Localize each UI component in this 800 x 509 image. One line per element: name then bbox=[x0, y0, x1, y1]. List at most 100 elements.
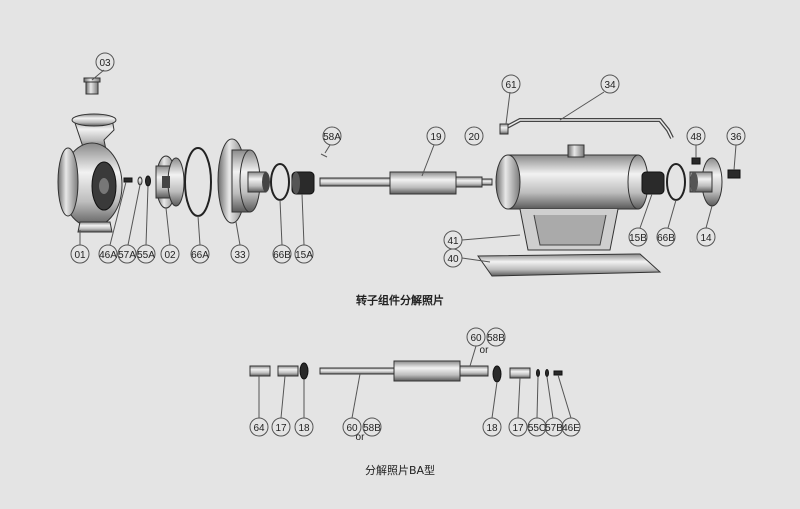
svg-text:02: 02 bbox=[164, 250, 176, 261]
svg-text:34: 34 bbox=[604, 80, 616, 91]
svg-text:15A: 15A bbox=[295, 250, 313, 261]
svg-text:41: 41 bbox=[447, 236, 459, 247]
svg-text:18: 18 bbox=[298, 423, 310, 434]
part-labels-bottom: 64 17 18 60 or 58B 60 or 58B 18 17 55C 5… bbox=[249, 327, 581, 443]
label-40: 40 bbox=[443, 248, 463, 268]
label-b60-bottom: 60 bbox=[342, 417, 362, 437]
part-66B-gasket-right bbox=[666, 163, 686, 201]
part-01-pump-casing bbox=[57, 113, 123, 233]
ba-part-46E bbox=[553, 370, 563, 376]
part-48-screw bbox=[691, 157, 701, 165]
label-19: 19 bbox=[426, 126, 446, 146]
svg-text:01: 01 bbox=[74, 250, 86, 261]
svg-text:60: 60 bbox=[470, 333, 482, 344]
ba-part-17-left-sleeve bbox=[277, 365, 299, 377]
part-15B-bearing bbox=[641, 171, 665, 195]
svg-text:46E: 46E bbox=[562, 423, 580, 434]
svg-text:66A: 66A bbox=[191, 250, 209, 261]
label-02: 02 bbox=[160, 244, 180, 264]
svg-text:61: 61 bbox=[505, 80, 517, 91]
leader-lines-top bbox=[79, 69, 737, 263]
svg-text:60: 60 bbox=[346, 423, 358, 434]
svg-text:66B: 66B bbox=[273, 250, 291, 261]
label-b55C: 55C bbox=[527, 417, 547, 437]
svg-text:66B: 66B bbox=[657, 233, 675, 244]
svg-text:55C: 55C bbox=[528, 423, 546, 434]
part-66B-gasket-top bbox=[270, 163, 290, 201]
label-b46E: 46E bbox=[561, 417, 581, 437]
svg-text:58B: 58B bbox=[487, 333, 505, 344]
label-20: 20 bbox=[464, 126, 484, 146]
part-33-casing-cover bbox=[217, 138, 270, 224]
part-61-fitting bbox=[499, 123, 509, 135]
part-03-plug bbox=[83, 77, 101, 95]
svg-text:57A: 57A bbox=[118, 250, 136, 261]
label-b17-left: 17 bbox=[271, 417, 291, 437]
ba-part-64-sleeve bbox=[249, 365, 271, 377]
caption-rotor-assembly: 转子组件分解照片 bbox=[356, 293, 444, 307]
svg-text:17: 17 bbox=[512, 423, 524, 434]
label-15A: 15A bbox=[294, 244, 314, 264]
label-15B: 15B bbox=[628, 227, 648, 247]
ba-part-57B bbox=[545, 369, 549, 377]
part-36-plug bbox=[727, 169, 741, 179]
svg-text:46A: 46A bbox=[99, 250, 117, 261]
part-41-bearing-housing bbox=[495, 144, 649, 251]
label-01: 01 bbox=[70, 244, 90, 264]
part-34-oil-pipe bbox=[504, 118, 674, 139]
part-02-impeller bbox=[155, 155, 185, 209]
svg-text:55A: 55A bbox=[137, 250, 155, 261]
label-33: 33 bbox=[230, 244, 250, 264]
part-66A-gasket bbox=[184, 147, 212, 217]
part-15A-bearing bbox=[291, 171, 315, 195]
label-36: 36 bbox=[726, 126, 746, 146]
label-b58B-bottom: 58B bbox=[362, 417, 382, 437]
label-b58B-top: 58B bbox=[486, 327, 506, 347]
svg-text:58B: 58B bbox=[363, 423, 381, 434]
label-61: 61 bbox=[501, 74, 521, 94]
label-b18-right: 18 bbox=[482, 417, 502, 437]
label-55A: 55A bbox=[136, 244, 156, 264]
ba-shaft bbox=[319, 360, 489, 382]
caption-ba-type: 分解照片BA型 bbox=[365, 463, 435, 477]
or-top: or bbox=[480, 345, 490, 356]
part-labels-top: 03 01 46A 57A 55A 02 66A 33 66B 15A 58A … bbox=[70, 52, 746, 268]
label-48: 48 bbox=[686, 126, 706, 146]
part-58A-key bbox=[320, 153, 328, 158]
svg-text:20: 20 bbox=[468, 132, 480, 143]
label-14: 14 bbox=[696, 227, 716, 247]
label-b18-left: 18 bbox=[294, 417, 314, 437]
svg-text:57B: 57B bbox=[545, 423, 563, 434]
part-14-bearing-cover bbox=[689, 157, 723, 207]
ba-part-55C bbox=[536, 369, 540, 377]
svg-text:58A: 58A bbox=[323, 132, 341, 143]
svg-text:17: 17 bbox=[275, 423, 287, 434]
label-b17-right: 17 bbox=[508, 417, 528, 437]
part-55A-washer bbox=[145, 175, 151, 187]
label-b57B: 57B bbox=[544, 417, 564, 437]
leader-lines-bottom bbox=[258, 345, 572, 419]
label-66B-top: 66B bbox=[272, 244, 292, 264]
svg-text:64: 64 bbox=[253, 423, 265, 434]
svg-text:18: 18 bbox=[486, 423, 498, 434]
part-57A-washer bbox=[137, 176, 143, 186]
svg-text:14: 14 bbox=[700, 233, 712, 244]
label-66A: 66A bbox=[190, 244, 210, 264]
svg-text:19: 19 bbox=[430, 132, 442, 143]
part-46A-bolt bbox=[123, 177, 133, 183]
ba-part-18-left-ring bbox=[299, 362, 309, 380]
label-57A: 57A bbox=[117, 244, 137, 264]
or-bottom: or bbox=[356, 432, 366, 443]
svg-text:48: 48 bbox=[690, 132, 702, 143]
label-b60-top: 60 bbox=[466, 327, 486, 347]
label-58A: 58A bbox=[322, 126, 342, 146]
label-66B-right: 66B bbox=[656, 227, 676, 247]
svg-text:33: 33 bbox=[234, 250, 246, 261]
label-46A: 46A bbox=[98, 244, 118, 264]
svg-text:03: 03 bbox=[99, 58, 111, 69]
part-40-base bbox=[477, 253, 662, 277]
label-b64: 64 bbox=[249, 417, 269, 437]
part-19-shaft bbox=[319, 171, 493, 195]
ba-part-17-right-sleeve bbox=[509, 367, 531, 379]
